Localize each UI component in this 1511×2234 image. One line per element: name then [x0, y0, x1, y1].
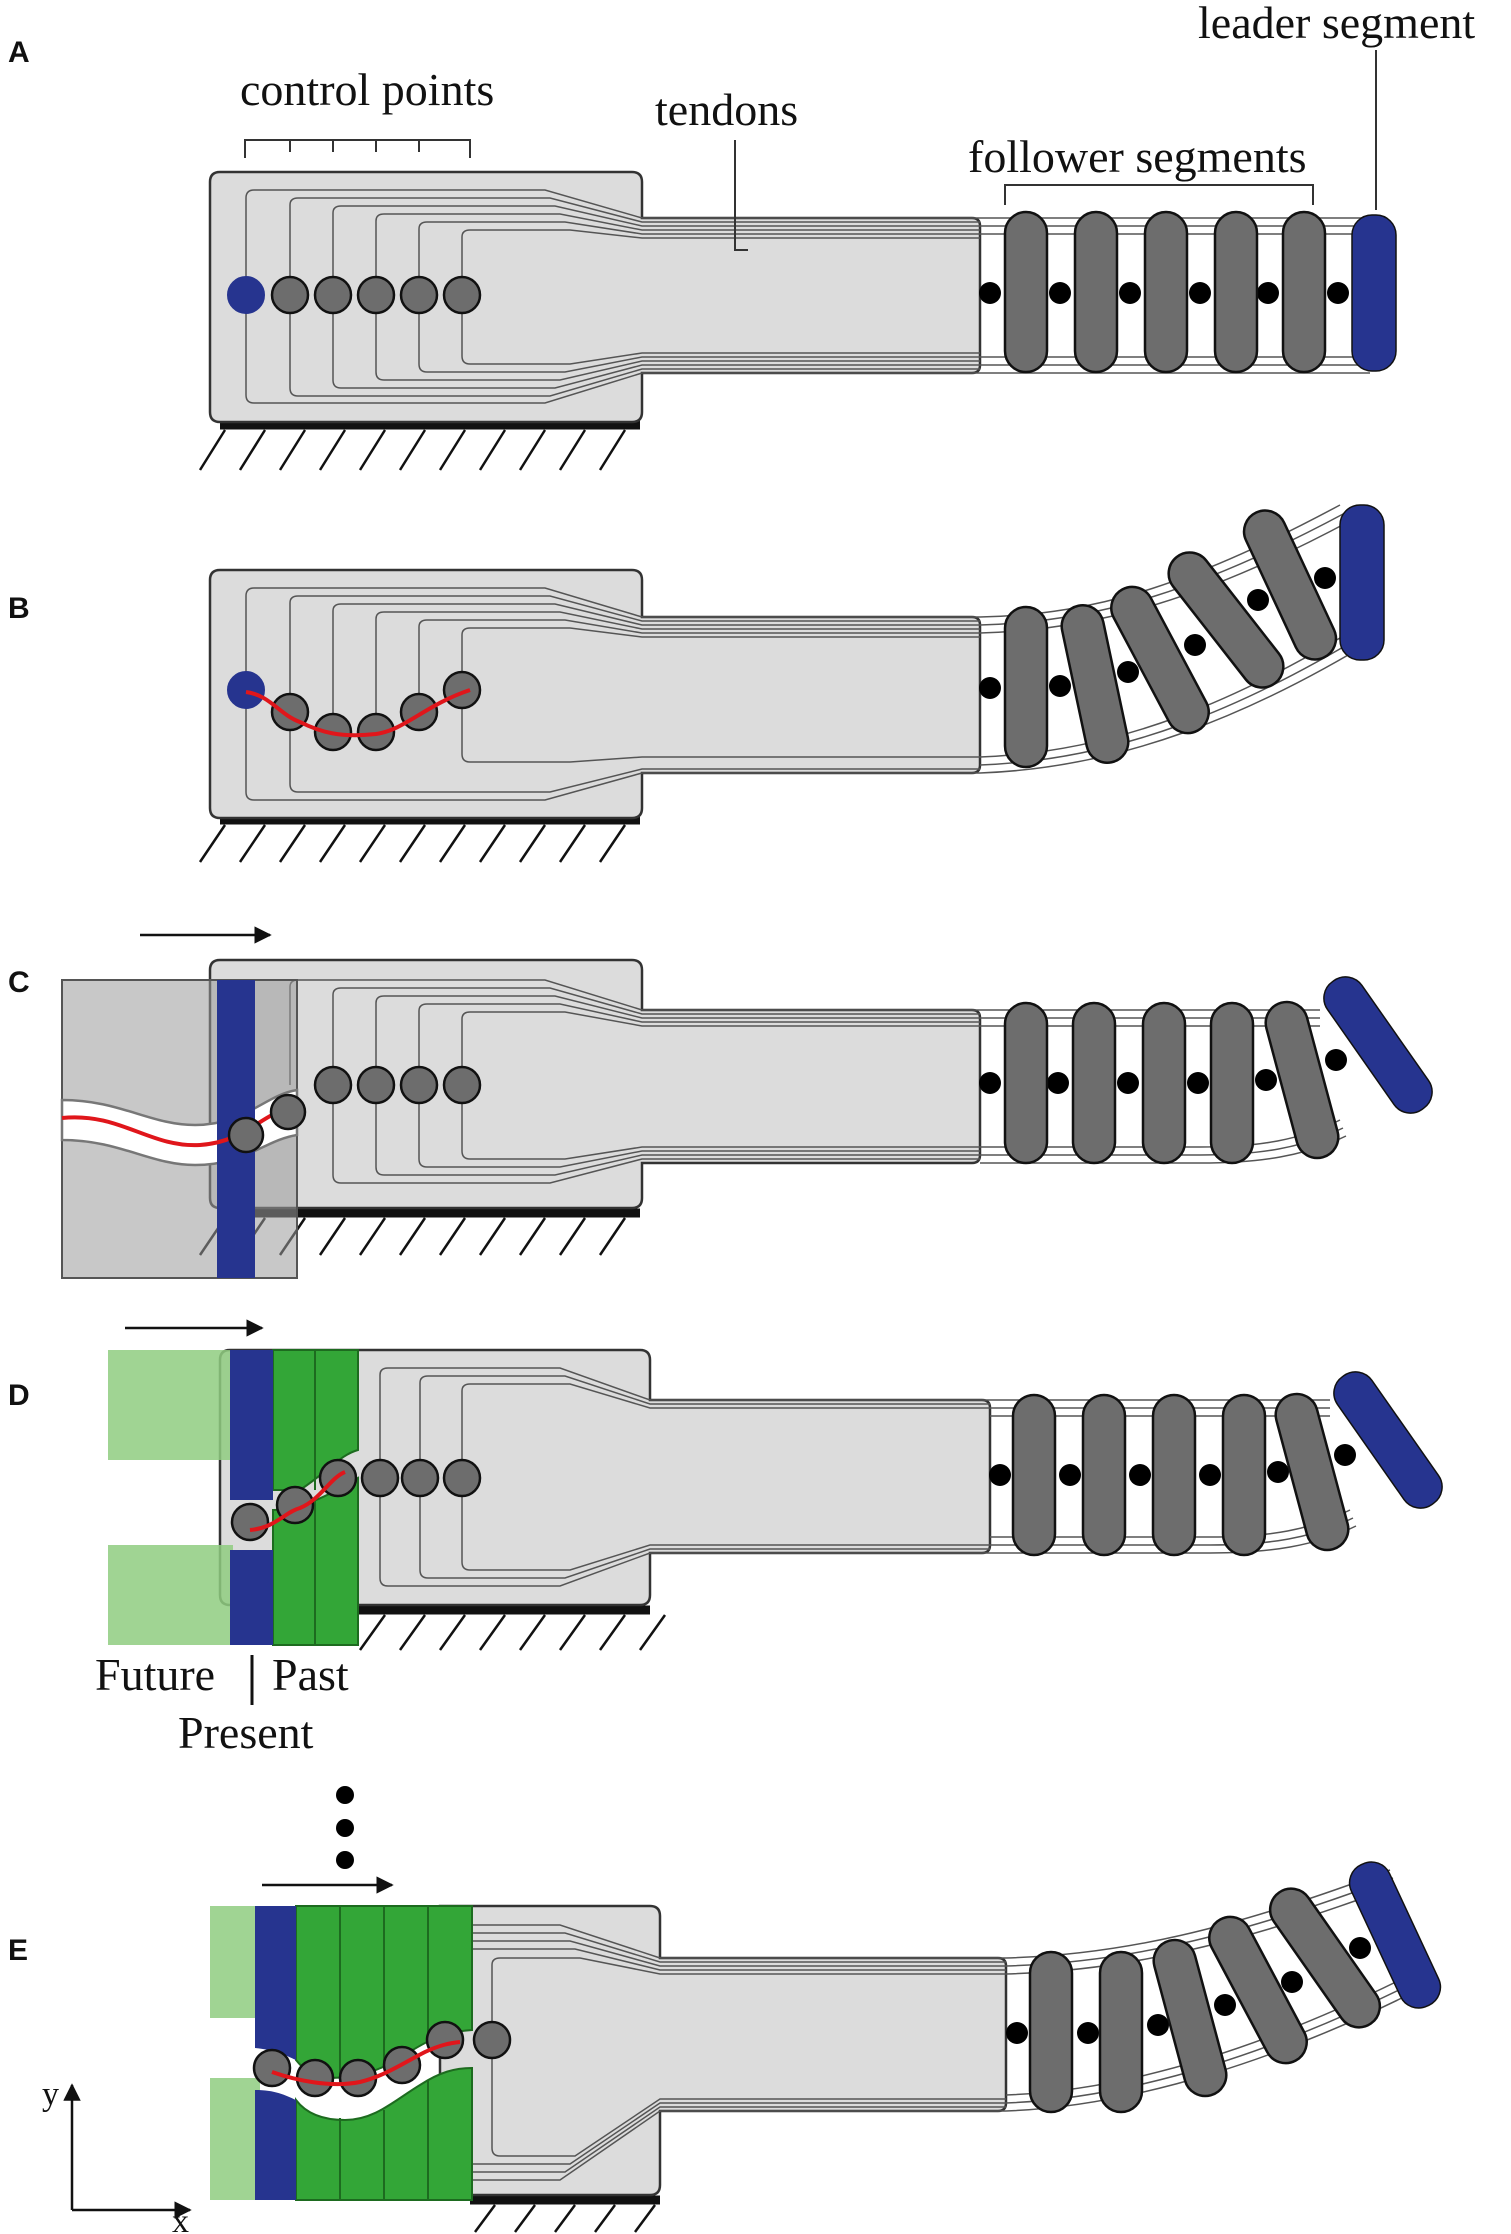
ground-e	[470, 2195, 660, 2233]
joints-b	[979, 567, 1336, 699]
annotation-tendons: tendons	[655, 84, 798, 135]
follower-segments-a	[1003, 210, 1327, 374]
follower-segments-c	[1003, 1000, 1340, 1165]
control-points-bracket	[244, 139, 471, 158]
leader-segment-a	[1351, 214, 1397, 372]
panel-a: A	[8, 0, 1475, 471]
panel-b: B	[8, 504, 1385, 863]
leader-segment-d	[1333, 1371, 1443, 1509]
ground-a	[198, 420, 640, 471]
leader-segment-b	[1339, 504, 1385, 661]
present-slice-top	[230, 1350, 273, 1500]
panel-label-b: B	[8, 592, 30, 625]
tendon-routing-d	[379, 1367, 990, 1587]
present-slice-bottom-e	[255, 2090, 296, 2200]
joints-d	[989, 1444, 1356, 1486]
control-points-b	[270, 670, 482, 752]
joints-e	[1006, 1937, 1371, 2044]
follower-segments-e	[1028, 1887, 1382, 2114]
tendon-routing-b	[245, 587, 980, 801]
future-block-top-e	[210, 1906, 260, 2018]
annotation-leader-segment: leader segment	[1198, 0, 1475, 48]
tendons-pointer	[734, 140, 748, 251]
future-block-bottom	[108, 1545, 233, 1645]
panel-label-d: D	[8, 1379, 30, 1412]
anchor-point-b	[227, 671, 265, 709]
anchor-point-a	[227, 276, 265, 314]
future-block-top	[108, 1350, 233, 1460]
x-axis-label: x	[172, 2203, 189, 2234]
panel-label-e: E	[8, 1934, 28, 1967]
tendon-routing-e	[470, 1924, 1006, 2181]
follower-bracket	[1004, 184, 1314, 205]
joints-a	[979, 282, 1349, 304]
present-slice-bottom	[230, 1550, 273, 1645]
ground-b	[198, 815, 640, 863]
path-curve-d	[249, 1470, 346, 1532]
ellipsis-dots	[336, 1786, 354, 1869]
y-axis-label: y	[42, 2076, 59, 2113]
control-points-c	[227, 1065, 482, 1154]
panel-e: E	[8, 1861, 1442, 2233]
label-past: Past	[272, 1649, 349, 1700]
label-future: Future	[95, 1649, 215, 1700]
panel-label-c: C	[8, 966, 30, 999]
past-dividers-e	[339, 1906, 429, 2200]
joints-c	[979, 1049, 1347, 1094]
follower-segments-d	[1011, 1392, 1350, 1557]
future-block-bottom-e	[210, 2078, 260, 2200]
follower-segments-b	[1003, 509, 1338, 769]
control-points-a	[270, 275, 482, 315]
panel-c: C	[8, 926, 1433, 1279]
coordinate-axes: y x	[42, 2076, 192, 2234]
annotation-control-points: control points	[240, 64, 494, 115]
tendon-routing-a	[245, 189, 980, 404]
leader-segment-e	[1348, 1861, 1442, 2009]
path-curve-b	[245, 688, 471, 738]
leader-segment-c	[1323, 976, 1433, 1114]
panel-label-a: A	[8, 36, 30, 69]
annotation-follower-segments: follower segments	[968, 131, 1307, 182]
panel-d: D	[8, 1319, 1443, 1758]
label-present: Present	[178, 1707, 314, 1758]
path-curve-e	[271, 2040, 461, 2087]
present-slice-top-e	[255, 1906, 296, 2060]
ground-d	[350, 1605, 667, 1651]
